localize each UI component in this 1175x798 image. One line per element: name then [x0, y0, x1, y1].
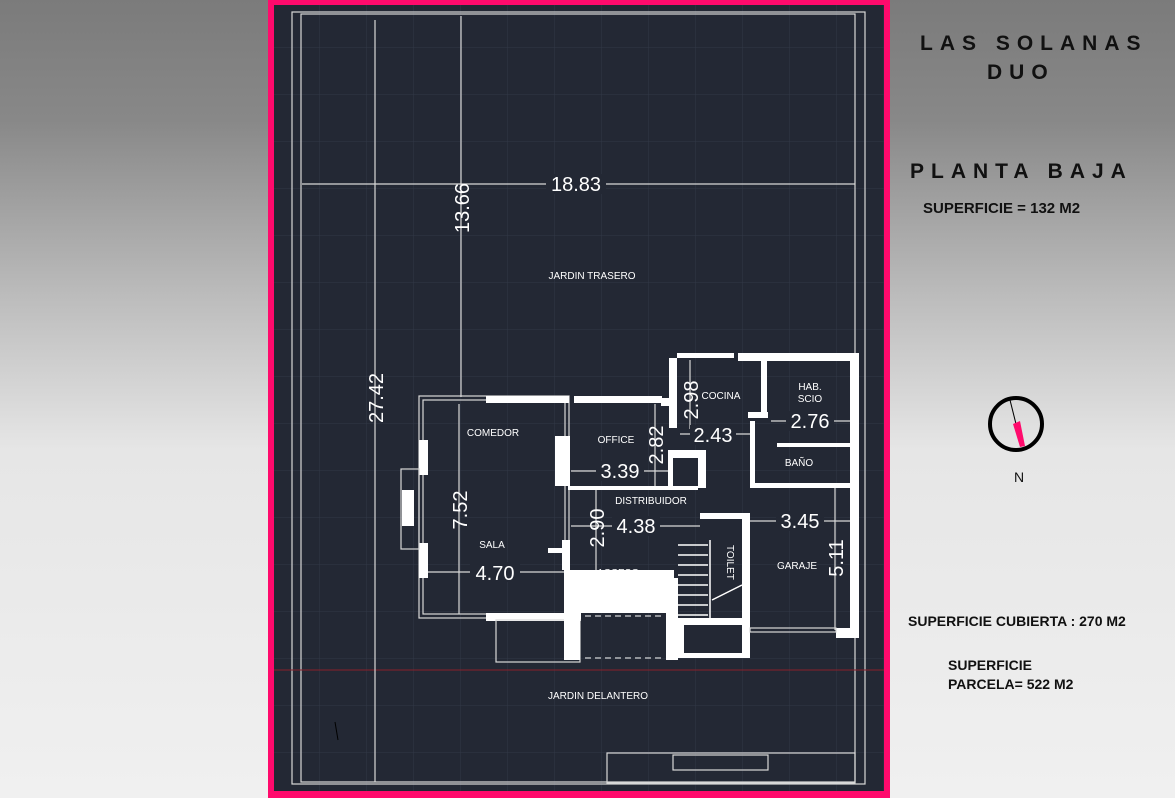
plot-area-label: SUPERFICIE — [948, 657, 1033, 673]
dim-office-depth: 2.82 — [646, 426, 668, 465]
room-label-toilet: TOILET — [724, 545, 735, 580]
dim-hab-width: 2.76 — [791, 411, 830, 433]
room-label-hab-2: SCIO — [798, 394, 823, 405]
room-label-acceso: ACCESO — [597, 568, 639, 579]
room-label-hab-1: HAB. — [798, 382, 821, 393]
dim-distribuidor-depth: 2.90 — [587, 509, 609, 548]
dim-depth-total: 27.42 — [366, 373, 388, 423]
compass-label: N — [1014, 469, 1025, 485]
room-label-jardin-delantero: JARDIN DELANTERO — [548, 691, 648, 702]
dim-sala-width: 4.70 — [476, 563, 515, 585]
walls — [400, 353, 859, 663]
dim-cocina-depth: 2.98 — [681, 381, 703, 420]
covered-area: SUPERFICIE CUBIERTA : 270 M2 — [908, 613, 1126, 629]
north-arrow-icon — [988, 396, 1044, 452]
project-title: LAS SOLANAS — [920, 32, 1148, 55]
floor-title: PLANTA BAJA — [910, 160, 1133, 183]
plot-area-value: PARCELA= 522 M2 — [948, 676, 1074, 692]
dim-garaje-depth: 5.11 — [826, 539, 848, 576]
room-label-cocina: COCINA — [702, 391, 741, 402]
dim-comedor-sala-depth: 7.52 — [450, 491, 472, 530]
dim-office-width: 3.39 — [601, 461, 640, 483]
dim-distribuidor-width: 4.38 — [617, 516, 656, 538]
room-label-office: OFFICE — [598, 435, 635, 446]
floor-area: SUPERFICIE = 132 M2 — [923, 200, 1081, 217]
dim-depth-rear: 13.66 — [452, 183, 474, 233]
room-label-garaje: GARAJE — [777, 561, 817, 572]
room-label-distribuidor: DISTRIBUIDOR — [615, 496, 687, 507]
room-label-bano: BAÑO — [785, 456, 814, 469]
dim-width-total: 18.83 — [551, 174, 601, 196]
project-subtitle: DUO — [987, 61, 1055, 84]
property-boundary — [274, 11, 884, 785]
dim-cocina-width: 2.43 — [694, 425, 733, 447]
room-label-comedor: COMEDOR — [467, 428, 519, 439]
dim-garaje-width: 3.45 — [781, 511, 820, 533]
room-label-sala: SALA — [479, 540, 505, 551]
room-label-jardin-trasero: JARDIN TRASERO — [548, 271, 635, 282]
